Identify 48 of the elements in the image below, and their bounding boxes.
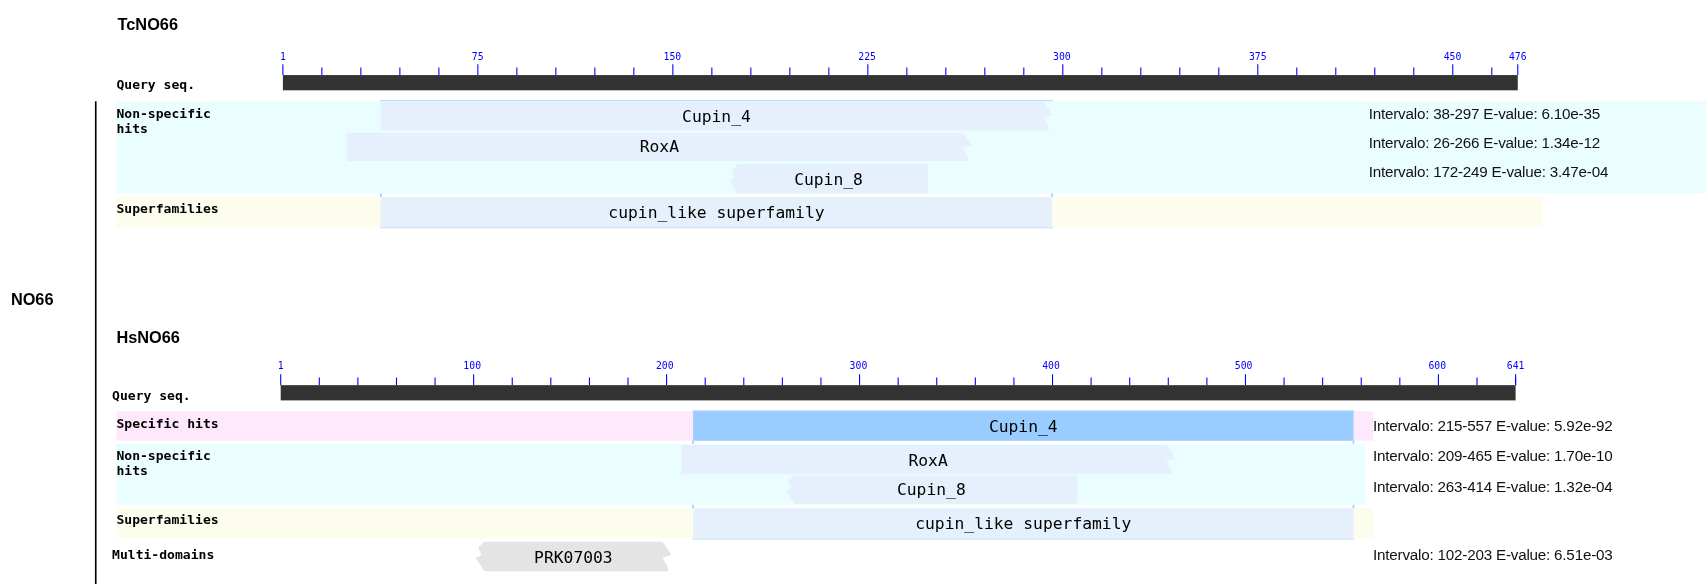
row-label: Superfamilies <box>116 512 220 528</box>
hit-statistics: Intervalo: 172-249 E-value: 3.47e-04 <box>1368 163 1609 181</box>
row-label: Query seq. <box>116 77 196 93</box>
tick-label: 300 <box>1053 51 1071 62</box>
domain-bar: Cupin_8 <box>728 164 929 194</box>
section-heading: TcNO66 <box>117 14 178 34</box>
row-label: Multi-domains <box>112 547 215 563</box>
domain-bar: RoxA <box>347 132 972 162</box>
row-label: Specific hits <box>116 415 220 431</box>
tick-label: 200 <box>655 360 674 371</box>
hit-statistics: Intervalo: 26-266 E-value: 1.34e-12 <box>1368 133 1600 152</box>
tick-label: 500 <box>1234 360 1253 371</box>
domain-bar: cupin_like superfamily <box>380 196 1053 228</box>
tick-label: 375 <box>1248 51 1267 62</box>
tick-label: 100 <box>463 360 482 371</box>
hit-statistics: Intervalo: 263-414 E-value: 1.32e-04 <box>1373 477 1613 496</box>
row-label: Query seq. <box>112 388 191 404</box>
tick-label: 476 <box>1508 51 1527 62</box>
domain-bar: RoxA <box>681 445 1176 475</box>
track-band <box>116 101 1706 194</box>
row-label: Non-specific hits <box>116 105 212 136</box>
tick-label: 150 <box>663 51 682 62</box>
domain-bar: Cupin_4 <box>693 411 1354 441</box>
tick-label: 300 <box>849 360 868 371</box>
tick-label: 1 <box>277 360 284 371</box>
section-heading: NO66 <box>10 289 54 309</box>
tick-label: 400 <box>1042 360 1060 371</box>
tick-label: 75 <box>471 51 484 62</box>
domain-bar: Cupin_8 <box>785 475 1078 504</box>
tick-label: 600 <box>1428 360 1447 371</box>
hit-statistics: Intervalo: 102-203 E-value: 6.51e-03 <box>1373 546 1613 564</box>
tick-label: 1 <box>279 51 286 62</box>
hit-statistics: Intervalo: 209-465 E-value: 1.70e-10 <box>1373 447 1613 465</box>
tick-label: 225 <box>858 51 876 62</box>
track-band <box>116 443 1366 505</box>
track-band <box>116 196 1543 228</box>
domain-bar: cupin_like superfamily <box>693 508 1354 539</box>
domain-bar: PRK07003 <box>475 541 672 572</box>
hit-statistics: Intervalo: 38-297 E-value: 6.10e-35 <box>1368 104 1600 122</box>
row-label: Non-specific hits <box>116 448 212 479</box>
domain-bar: Cupin_4 <box>380 102 1053 131</box>
track-band <box>116 508 1374 539</box>
tick-label: 641 <box>1506 360 1525 371</box>
tick-label: 450 <box>1443 51 1462 62</box>
hit-statistics: Intervalo: 215-557 E-value: 5.92e-92 <box>1373 416 1613 435</box>
track-band <box>116 411 1374 441</box>
section-heading: HsNO66 <box>116 328 180 347</box>
row-label: Superfamilies <box>116 201 220 217</box>
